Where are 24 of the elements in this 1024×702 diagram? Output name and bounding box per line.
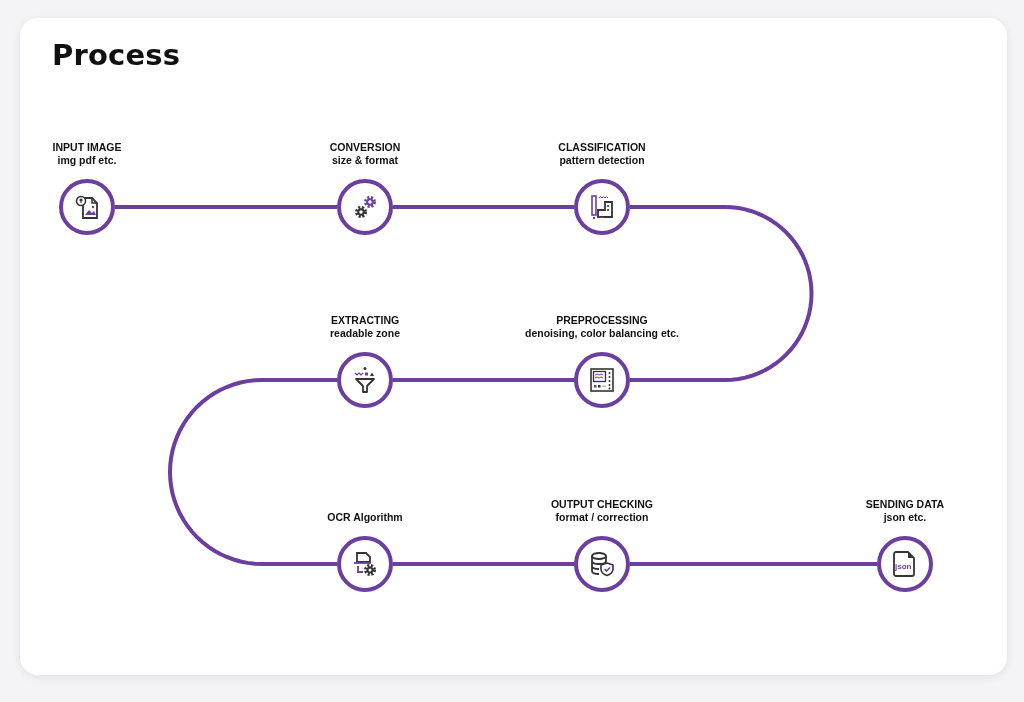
step-subtitle: readable zone	[329, 327, 401, 340]
step-title: SENDING DATA	[864, 498, 946, 511]
step-subtitle: format / correction	[554, 511, 650, 524]
connector-line	[393, 205, 574, 209]
step-title: OCR Algorithm	[326, 511, 404, 524]
step-subtitle: json etc.	[882, 511, 928, 524]
step-title: INPUT IMAGE	[51, 141, 123, 154]
connector-line	[393, 562, 574, 566]
connector-line	[630, 205, 814, 382]
step-title: CLASSIFICATION	[557, 141, 647, 154]
connector-line	[393, 378, 574, 382]
connector-line	[168, 378, 337, 566]
step-subtitle: img pdf etc.	[56, 154, 118, 167]
step-title: CONVERSION	[328, 141, 402, 154]
connector-line	[115, 205, 337, 209]
step-subtitle: pattern detection	[558, 154, 646, 167]
step-subtitle: size & format	[331, 154, 399, 167]
title: Process	[52, 38, 181, 72]
connector-line	[630, 562, 877, 566]
step-title: OUTPUT CHECKING	[549, 498, 655, 511]
step-subtitle: denoising, color balancing etc.	[524, 327, 680, 340]
step-title: PREPROCESSING	[555, 314, 649, 327]
icon-text: json	[895, 562, 912, 571]
step-title: EXTRACTING	[329, 314, 401, 327]
